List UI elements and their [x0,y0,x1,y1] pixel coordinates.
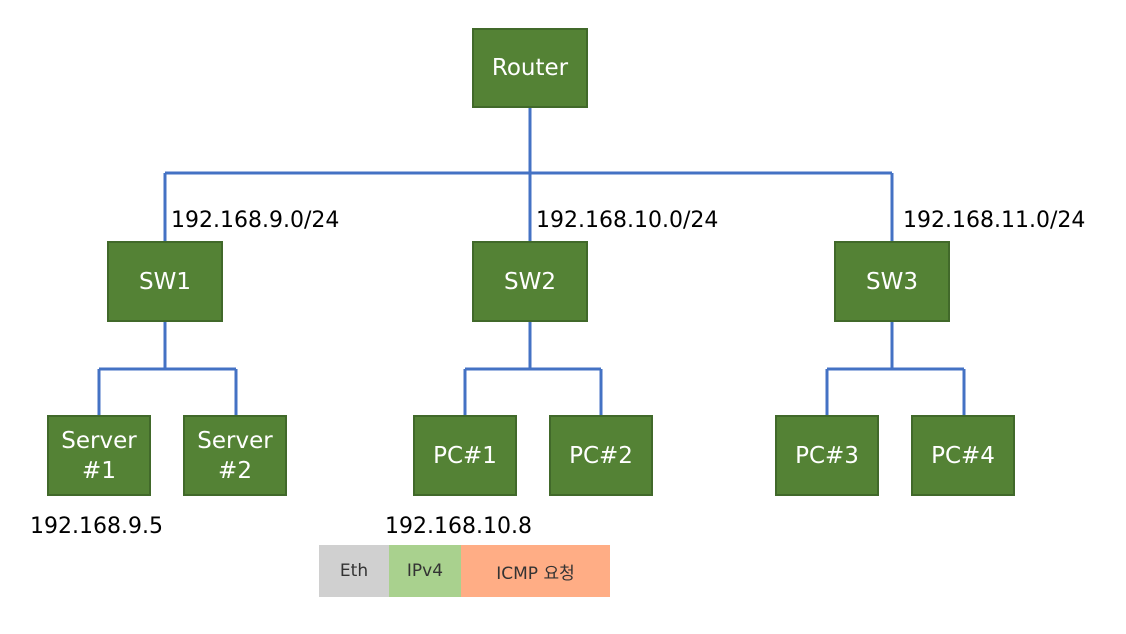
sw1-subnet-label: 192.168.9.0/24 [171,208,340,233]
pc1-address-label: 192.168.10.8 [385,514,532,539]
packet-eth-header: Eth [319,545,389,597]
pc1-node: PC#1 [413,415,517,496]
pc2-node: PC#2 [549,415,653,496]
icmp-packet: Eth IPv4 ICMP 요청 [319,545,610,597]
sw2-node: SW2 [472,241,588,322]
pc3-node: PC#3 [775,415,879,496]
packet-icmp-payload: ICMP 요청 [461,545,610,597]
sw1-node: SW1 [107,241,223,322]
sw2-subnet-label: 192.168.10.0/24 [536,208,719,233]
sw3-subnet-label: 192.168.11.0/24 [903,208,1086,233]
pc4-node: PC#4 [911,415,1015,496]
router-node: Router [472,28,588,108]
sw3-node: SW3 [834,241,950,322]
server1-address-label: 192.168.9.5 [30,514,163,539]
server2-node: Server #2 [183,415,287,496]
server1-node: Server #1 [47,415,151,496]
packet-ipv4-header: IPv4 [389,545,461,597]
